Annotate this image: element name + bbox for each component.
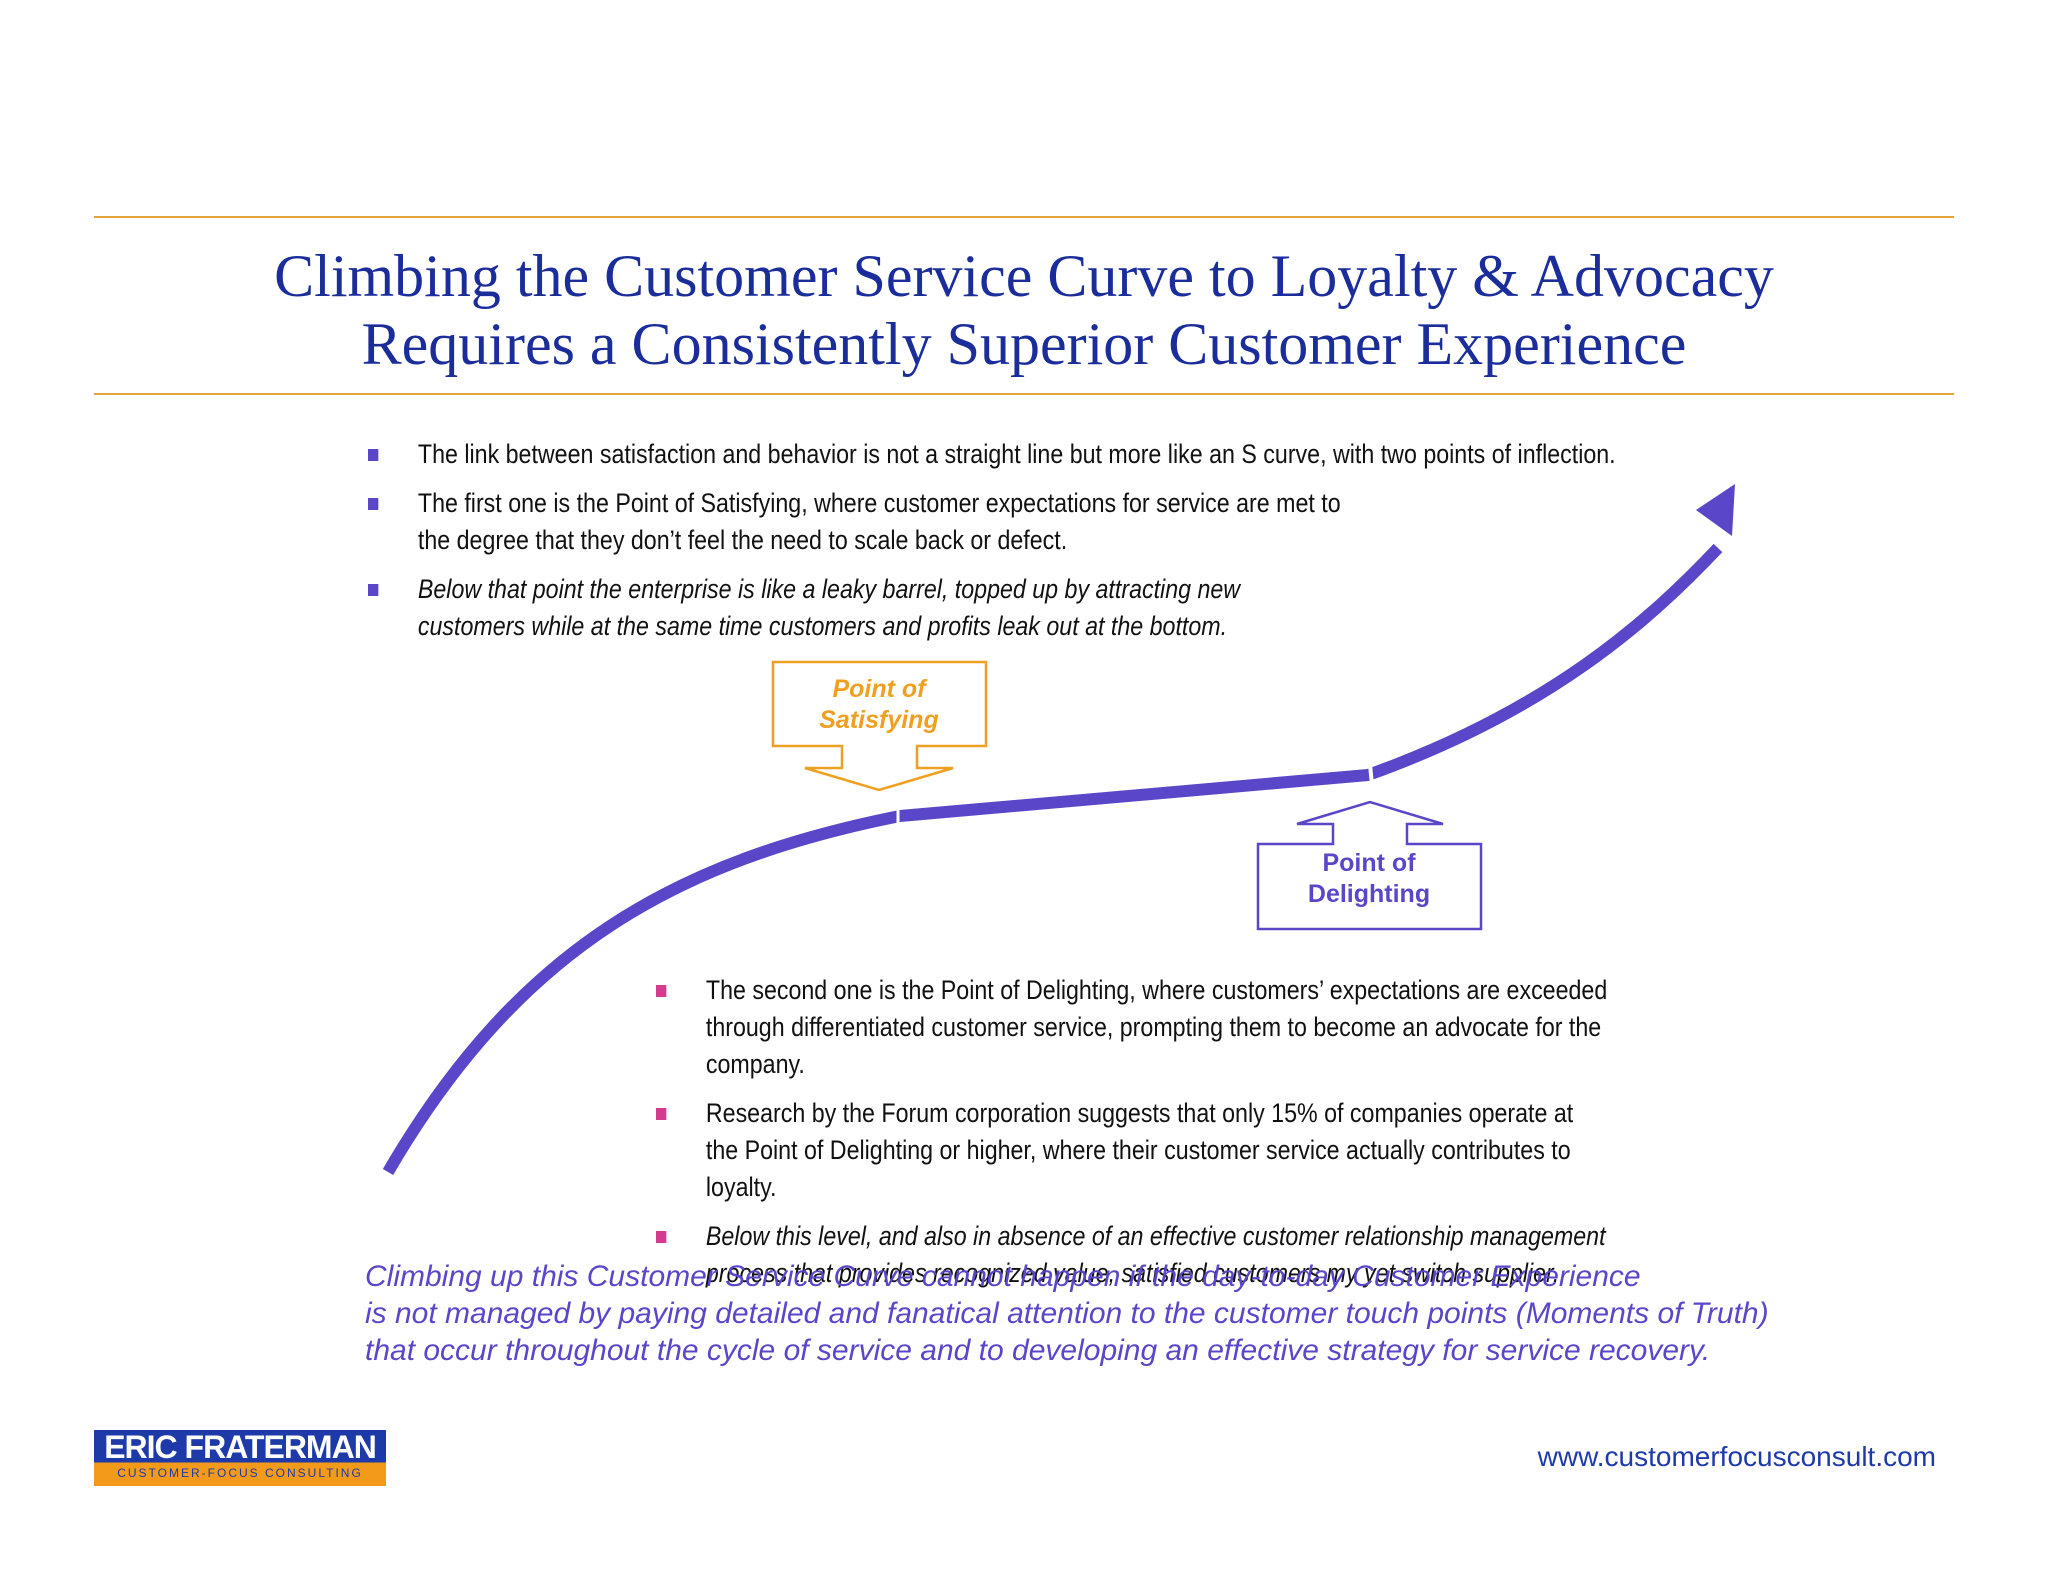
delighting-callout (1256, 800, 1483, 931)
bullet-text: Below that point the enterprise is like … (417, 574, 1241, 641)
bullet-text: The second one is the Point of Delightin… (705, 975, 1608, 1079)
s-curve-line (382, 543, 1723, 1176)
satisfying-callout (771, 660, 988, 792)
bullet-item: The link between satisfaction and behavi… (368, 436, 1616, 473)
logo-subtitle: CUSTOMER-FOCUS CONSULTING (117, 1466, 363, 1480)
bullet-text: The link between satisfaction and behavi… (417, 439, 1616, 469)
bullet-square-icon (656, 1231, 667, 1243)
bullet-square-icon (368, 498, 379, 510)
title-line-1: Climbing the Customer Service Curve to L… (274, 243, 1774, 309)
bullet-item: Research by the Forum corporation sugges… (656, 1095, 1600, 1206)
closing-line-2: is not managed by paying detailed and fa… (365, 1297, 1769, 1330)
page-title: Climbing the Customer Service Curve to L… (94, 242, 1954, 378)
bullet-text: The first one is the Point of Satisfying… (417, 488, 1341, 555)
company-logo: ERIC FRATERMAN CUSTOMER-FOCUS CONSULTING (94, 1430, 386, 1486)
title-line-2: Requires a Consistently Superior Custome… (361, 311, 1687, 377)
bullet-list-bottom: The second one is the Point of Delightin… (656, 972, 1856, 1304)
bullet-text: Research by the Forum corporation sugges… (705, 1098, 1574, 1202)
closing-statement: Climbing up this Customer Service Curve … (365, 1258, 1865, 1369)
curve-arrowhead (1696, 484, 1735, 536)
bullet-square-icon (656, 985, 667, 997)
website-link[interactable]: www.customerfocusconsult.com (1537, 1441, 1936, 1472)
bullet-item: Below this level, and also in absence of… (656, 1218, 1652, 1292)
closing-line-1: Climbing up this Customer Service Curve … (365, 1260, 1641, 1293)
bullet-item: The first one is the Point of Satisfying… (368, 485, 1364, 559)
closing-line-3: that occur throughout the cycle of servi… (365, 1334, 1711, 1367)
logo-name: ERIC FRATERMAN (104, 1430, 377, 1465)
bullet-item: The second one is the Point of Delightin… (656, 972, 1652, 1083)
bullet-text: Below this level, and also in absence of… (705, 1221, 1606, 1288)
bullet-square-icon (368, 584, 379, 596)
bottom-rule (94, 393, 1954, 395)
bullet-list-top: The link between satisfaction and behavi… (368, 436, 1788, 657)
bullet-square-icon (368, 449, 379, 461)
bullet-item: Below that point the enterprise is like … (368, 571, 1278, 645)
top-rule (94, 216, 1954, 218)
curve-break-delighting (1368, 763, 1374, 787)
bullet-square-icon (656, 1108, 667, 1120)
